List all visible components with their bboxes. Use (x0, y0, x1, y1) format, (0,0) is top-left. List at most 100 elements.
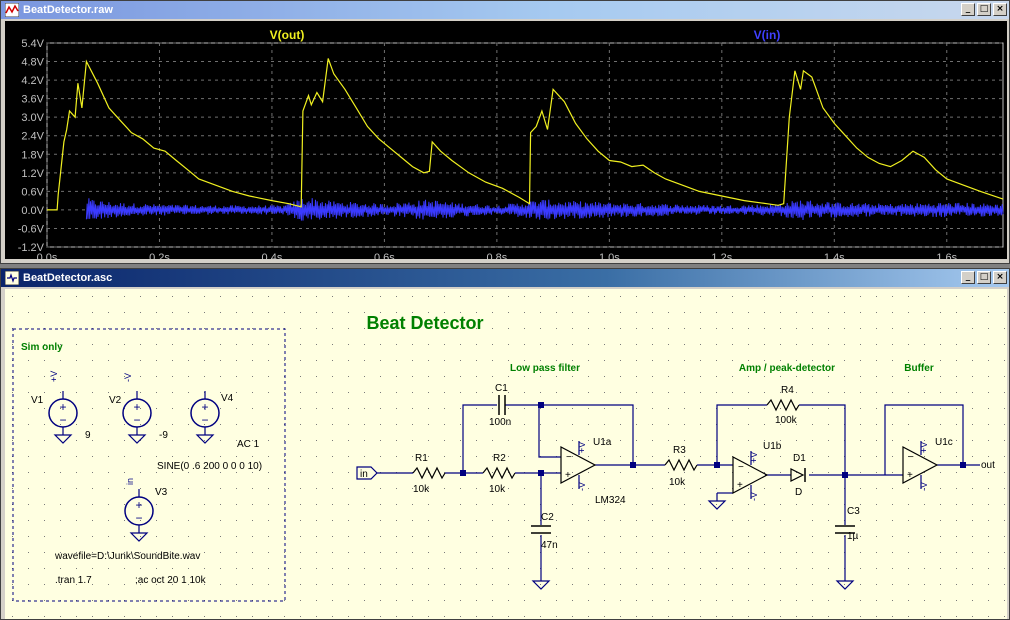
y-tick-label: 0.6V (21, 186, 44, 198)
svg-text:-V: -V (919, 482, 929, 491)
y-tick-label: -1.2V (18, 242, 45, 254)
voltage-source-v2[interactable]: -V V2 -9 (109, 373, 168, 444)
svg-text:47n: 47n (541, 540, 558, 551)
svg-text:10k: 10k (413, 484, 430, 495)
resistor-r1[interactable]: R1 10k (412, 453, 446, 495)
close-button[interactable]: × (993, 271, 1007, 284)
svg-text:100k: 100k (775, 415, 798, 426)
svg-text:-V: -V (577, 482, 587, 491)
junctions (460, 402, 966, 478)
svg-text:in: in (360, 469, 368, 480)
waveform-app-icon (5, 3, 19, 17)
capacitor-c3[interactable]: C3 1µ (835, 506, 860, 590)
y-tick-label: 5.4V (21, 38, 44, 50)
schematic-window-title: BeatDetector.asc (23, 272, 113, 284)
svg-text:LM324: LM324 (595, 495, 626, 506)
sim-only-label: Sim only (21, 342, 63, 353)
x-tick-label: 0.0s (37, 252, 58, 259)
svg-text:V3: V3 (155, 487, 168, 498)
wavefile-directive[interactable]: wavefile=D:\Junk\SoundBite.wav (54, 551, 200, 562)
svg-text:R1: R1 (415, 453, 428, 464)
y-axis-ticks: 5.4V4.8V4.2V3.6V3.0V2.4V1.8V1.2V0.6V0.0V… (18, 38, 45, 254)
x-tick-label: 0.6s (374, 252, 395, 259)
opamp-u1c[interactable]: +V -V U1c (902, 437, 953, 491)
svg-text:+V: +V (49, 371, 59, 382)
maximize-button[interactable]: □ (977, 271, 991, 284)
resistor-r2[interactable]: R2 10k (482, 453, 516, 495)
svg-text:R2: R2 (493, 453, 506, 464)
voltage-source-v3[interactable]: in V3 (124, 478, 168, 542)
svg-text:V1: V1 (31, 395, 44, 406)
svg-text:R3: R3 (673, 445, 686, 456)
svg-text:10k: 10k (489, 484, 506, 495)
x-tick-label: 1.0s (599, 252, 620, 259)
y-tick-label: 4.2V (21, 75, 44, 87)
sim-only-box (12, 328, 286, 602)
y-tick-label: 2.4V (21, 131, 44, 143)
svg-text:in: in (125, 478, 135, 485)
svg-text:1µ: 1µ (847, 531, 859, 542)
voltage-source-v1[interactable]: +V V1 9 (31, 371, 91, 444)
schematic-canvas[interactable]: − + + − Beat Detector Sim only (5, 289, 1007, 619)
svg-text:D1: D1 (793, 453, 806, 464)
minimize-button[interactable]: _ (961, 3, 975, 16)
x-tick-label: 1.4s (824, 252, 845, 259)
section-label-amp: Amp / peak-detector (739, 363, 835, 374)
schematic-window-titlebar[interactable]: BeatDetector.asc _ □ × (1, 269, 1009, 287)
input-port[interactable]: in (356, 466, 378, 480)
x-tick-label: 0.4s (262, 252, 283, 259)
y-tick-label: 1.8V (21, 149, 44, 161)
schematic-window: BeatDetector.asc _ □ × − + + − (0, 268, 1010, 620)
section-label-buffer: Buffer (904, 363, 934, 374)
y-tick-label: 0.0V (21, 205, 44, 217)
schematic-heading: Beat Detector (366, 313, 483, 333)
vout-trace (47, 58, 1004, 211)
svg-text:U1c: U1c (935, 437, 953, 448)
grid-dots (5, 289, 1007, 619)
tran-directive[interactable]: .tran 1.7 (55, 575, 92, 586)
plot-grid (46, 42, 1004, 248)
svg-text:U1a: U1a (593, 437, 612, 448)
resistor-r3[interactable]: R3 10k (664, 445, 698, 488)
y-tick-label: 3.0V (21, 112, 44, 124)
svg-text:V4: V4 (221, 393, 234, 404)
svg-text:C3: C3 (847, 506, 860, 517)
svg-text:9: 9 (85, 430, 91, 441)
trace-label-vin[interactable]: V(in) (754, 28, 781, 42)
close-button[interactable]: × (993, 3, 1007, 16)
svg-text:100n: 100n (489, 417, 511, 428)
ac-directive[interactable]: ;ac oct 20 1 10k (135, 575, 207, 586)
opamp-u1a[interactable]: +V -V U1a LM324 (560, 437, 626, 506)
plot-frame (46, 42, 1004, 248)
wires (375, 404, 980, 581)
opamp-u1b[interactable]: +V -V U1b (708, 441, 782, 510)
svg-text:D: D (795, 487, 802, 498)
plot-window-titlebar[interactable]: BeatDetector.raw _ □ × (1, 1, 1009, 19)
capacitor-c2[interactable]: C2 47n (531, 512, 558, 590)
svg-text:+V: +V (919, 442, 929, 453)
capacitor-c1[interactable]: C1 100n (489, 383, 511, 428)
y-tick-label: 4.8V (21, 57, 44, 69)
section-label-lowpass: Low pass filter (510, 363, 580, 374)
svg-text:+V: +V (749, 452, 759, 463)
voltage-source-v4[interactable]: V4 AC 1 SINE(0 .6 200 0 0 0 10) (157, 390, 262, 472)
svg-text:V2: V2 (109, 395, 122, 406)
y-tick-label: 1.2V (21, 168, 44, 180)
output-net-label[interactable]: out (981, 460, 995, 471)
x-tick-label: 0.8s (486, 252, 507, 259)
x-tick-label: 1.2s (711, 252, 732, 259)
svg-text:-9: -9 (159, 430, 168, 441)
diode-d1[interactable]: D1 D (790, 453, 806, 498)
minimize-button[interactable]: _ (961, 271, 975, 284)
svg-text:10k: 10k (669, 477, 686, 488)
vin-trace (85, 198, 1004, 221)
svg-text:-V: -V (123, 373, 133, 382)
plot-window-title: BeatDetector.raw (23, 4, 113, 16)
waveform-plot[interactable]: 5.4V4.8V4.2V3.6V3.0V2.4V1.8V1.2V0.6V0.0V… (5, 21, 1007, 259)
resistor-r4[interactable]: R4 100k (766, 385, 800, 426)
trace-label-vout[interactable]: V(out) (270, 28, 305, 42)
maximize-button[interactable]: □ (977, 3, 991, 16)
svg-text:U1b: U1b (763, 441, 782, 452)
